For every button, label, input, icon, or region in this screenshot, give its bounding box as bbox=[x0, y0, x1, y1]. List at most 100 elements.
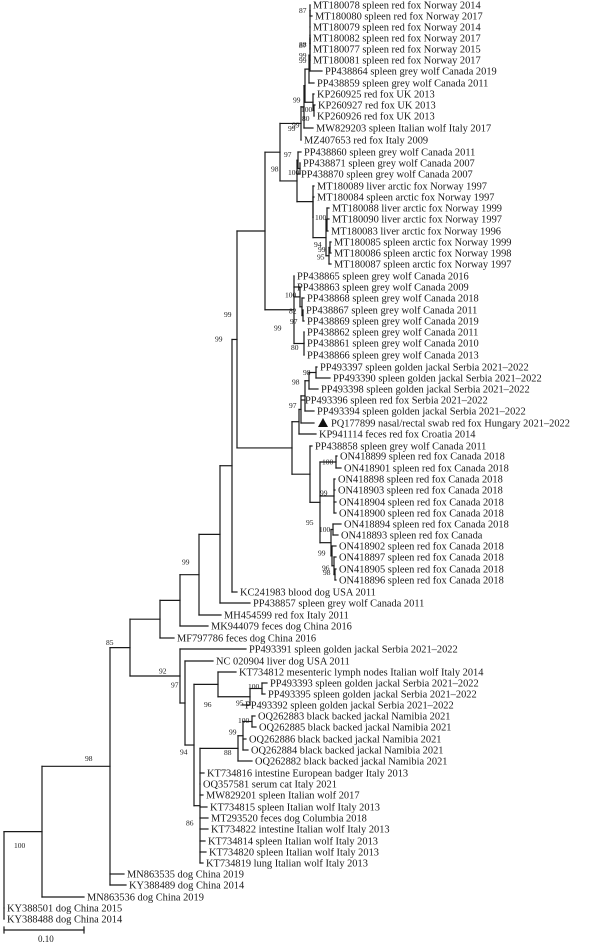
bootstrap-value: 98 bbox=[85, 754, 93, 763]
leaf-label: ON418896 spleen red fox Canada 2018 bbox=[339, 576, 504, 587]
leaf-label: KT734819 lung Italian wolf Italy 2013 bbox=[206, 859, 368, 870]
leaf-label: OQ262882 black backed jackal Namibia 202… bbox=[255, 757, 447, 768]
leaf-label: KC241983 blood dog USA 2011 bbox=[240, 588, 376, 599]
leaf-label: ON418899 spleen red fox Canada 2018 bbox=[340, 452, 505, 463]
bootstrap-value: 100 bbox=[322, 458, 334, 467]
bootstrap-value: 98 bbox=[271, 165, 279, 174]
bootstrap-value: 98 bbox=[292, 377, 300, 386]
bootstrap-value: 88 bbox=[299, 40, 307, 49]
leaf-label: PP438871 spleen grey wolf Canada 2007 bbox=[303, 159, 475, 170]
bootstrap-value: 97 bbox=[289, 401, 297, 410]
bootstrap-value: 96 bbox=[204, 700, 212, 709]
leaf-label: MN863536 dog China 2019 bbox=[87, 893, 204, 904]
bootstrap-value: 80 bbox=[291, 343, 299, 352]
leaf-label: KT734815 spleen Italian wolf Italy 2013 bbox=[210, 803, 380, 814]
bootstrap-value: 99 bbox=[182, 557, 190, 566]
bootstrap-value: 88 bbox=[224, 748, 232, 757]
bootstrap-value: 100 bbox=[319, 525, 331, 534]
leaf-label: MW829201 spleen Italian wolf 2017 bbox=[206, 791, 360, 802]
bootstrap-value: 100 bbox=[238, 716, 250, 725]
bootstrap-value: 96 bbox=[322, 563, 330, 572]
leaf-label: PP438867 spleen grey wolf Canada 2011 bbox=[306, 306, 477, 317]
bootstrap-value: 100 bbox=[14, 841, 26, 850]
leaf-label: OQ262885 black backed jackal Namibia 202… bbox=[259, 723, 451, 734]
leaf-label: PP493397 spleen golden jackal Serbia 202… bbox=[320, 363, 529, 374]
leaf-label: MT180090 liver arctic fox Norway 1997 bbox=[332, 215, 502, 226]
leaf-label: PP438865 spleen grey wolf Canada 2016 bbox=[297, 272, 469, 283]
leaf-label: MT180078 spleen red fox Norway 2014 bbox=[313, 1, 481, 12]
leaf-label: PP438859 spleen grey wolf Canada 2011 bbox=[317, 79, 488, 90]
leaf-label: MT180086 spleen arctic fox Norway 1998 bbox=[334, 249, 511, 260]
leaf-label: KP260925 red fox UK 2013 bbox=[317, 90, 435, 101]
leaf-label: MT180088 liver arctic fox Norway 1999 bbox=[332, 204, 502, 215]
leaf-label: MT180081 spleen red fox Norway 2017 bbox=[313, 56, 481, 67]
leaf-label: PP438858 spleen grey wolf Canada 2011 bbox=[315, 442, 486, 453]
bootstrap-value: 99 bbox=[318, 548, 326, 557]
leaf-label: PP438864 spleen grey wolf Canada 2019 bbox=[325, 67, 497, 78]
bootstrap-value: 99 bbox=[299, 51, 307, 60]
leaf-label: PP438868 spleen grey wolf Canada 2018 bbox=[307, 294, 479, 305]
leaf-label: PP438857 spleen grey wolf Canada 2011 bbox=[253, 599, 424, 610]
leaf-label: KT734822 intestine Italian wolf Italy 20… bbox=[211, 825, 390, 836]
leaf-label: KY388488 dog China 2014 bbox=[7, 915, 123, 926]
leaf-label: PP493398 spleen golden jackal Serbia 202… bbox=[321, 385, 530, 396]
leaf-label: PP438861 spleen grey wolf Canada 2010 bbox=[307, 339, 479, 350]
leaf-label: PP493393 spleen golden jackal Serbia 202… bbox=[270, 679, 479, 690]
leaf-label: PQ177899 nasal/rectal swab red fox Hunga… bbox=[331, 419, 570, 430]
leaf-label: OQ262886 black backed jackal Namibia 202… bbox=[249, 735, 441, 746]
leaf-label: PP438860 spleen grey wolf Canada 2011 bbox=[304, 148, 475, 159]
leaf-label: ON418897 spleen red fox Canada 2018 bbox=[339, 553, 504, 564]
leaf-label: MT180077 spleen red fox Norway 2015 bbox=[313, 45, 481, 56]
bootstrap-value: 94 bbox=[180, 748, 188, 757]
bootstrap-value: 87 bbox=[299, 6, 307, 15]
leaf-label: ON418898 spleen red fox Canada 2018 bbox=[338, 475, 503, 486]
leaf-label: MT180084 spleen arctic fox Norway 1997 bbox=[317, 193, 494, 204]
leaf-label: MT180085 spleen arctic fox Norway 1999 bbox=[334, 238, 511, 249]
bootstrap-value: 86 bbox=[186, 818, 194, 827]
leaf-label: PP493392 spleen golden jackal Serbia 202… bbox=[245, 701, 454, 712]
bootstrap-value: 87 bbox=[299, 41, 307, 50]
bootstrap-value: 100 bbox=[288, 168, 300, 177]
leaf-label: KP260926 red fox UK 2013 bbox=[317, 112, 435, 123]
leaf-label: OQ357581 serum cat Italy 2021 bbox=[203, 780, 337, 791]
leaf-label: KP941114 feces red fox Croatia 2014 bbox=[319, 430, 476, 441]
bootstrap-value: 80 bbox=[302, 114, 310, 123]
leaf-label: PP493390 spleen golden jackal Serbia 202… bbox=[333, 374, 542, 385]
bootstrap-value: 94 bbox=[314, 240, 322, 249]
bootstrap-value: 100 bbox=[285, 290, 297, 299]
leaf-label: MH454599 red fox Italy 2011 bbox=[224, 611, 349, 622]
leaf-label: PP493394 spleen golden jackal Serbia 202… bbox=[317, 407, 526, 418]
bootstrap-value: 99 bbox=[288, 124, 296, 133]
leaf-label: MT180087 spleen arctic fox Norway 1997 bbox=[334, 260, 511, 271]
bootstrap-value: 95 bbox=[306, 518, 314, 527]
leaf-label: MT180082 spleen red fox Norway 2017 bbox=[313, 34, 481, 45]
bootstrap-value: 99 bbox=[292, 120, 300, 129]
leaf-label: ON418894 spleen red fox Canada 2018 bbox=[344, 520, 509, 531]
leaf-label: PP438863 spleen grey wolf Canada 2009 bbox=[297, 283, 469, 294]
leaf-label: MF797786 feces dog China 2016 bbox=[177, 634, 316, 645]
bootstrap-value: 99 bbox=[229, 727, 237, 736]
leaf-label: ON418903 spleen red fox Canada 2018 bbox=[338, 486, 503, 497]
bootstrap-value: 99 bbox=[293, 95, 301, 104]
leaf-label: KP260927 red fox UK 2013 bbox=[318, 101, 436, 112]
leaf-label: PP493396 spleen red fox Serbia 2021–2022 bbox=[305, 396, 488, 407]
triangle-marker-icon bbox=[318, 418, 328, 427]
leaf-label: KT734812 mesenteric lymph nodes Italian … bbox=[239, 668, 484, 679]
leaf-label: OQ262884 black backed jackal Namibia 202… bbox=[251, 746, 443, 757]
bootstrap-value: 95 bbox=[236, 698, 244, 707]
leaf-label: ON418901 spleen red fox Canada 2018 bbox=[344, 464, 509, 475]
bootstrap-value: 98 bbox=[323, 568, 331, 577]
bootstrap-value: 100 bbox=[315, 213, 327, 222]
leaf-label: MZ407653 red fox Italy 2009 bbox=[304, 136, 428, 147]
bootstrap-value: 99 bbox=[274, 323, 282, 332]
bootstrap-value: 99 bbox=[215, 334, 223, 343]
leaf-label: PP438869 spleen grey wolf Canada 2019 bbox=[307, 317, 479, 328]
leaf-label: PP493395 spleen golden jackal Serbia 202… bbox=[268, 690, 477, 701]
bootstrap-value: 99 bbox=[318, 245, 326, 254]
leaf-label: MK944079 feces dog China 2016 bbox=[211, 622, 352, 633]
leaf-label: KT734816 intestine European badger Italy… bbox=[207, 769, 408, 780]
bootstrap-value: 97 bbox=[171, 681, 179, 690]
bootstrap-value: 85 bbox=[106, 638, 114, 647]
leaf-label: ON418905 spleen red fox Canada 2018 bbox=[339, 565, 504, 576]
leaf-label: PP438866 spleen grey wolf Canada 2013 bbox=[307, 351, 479, 362]
